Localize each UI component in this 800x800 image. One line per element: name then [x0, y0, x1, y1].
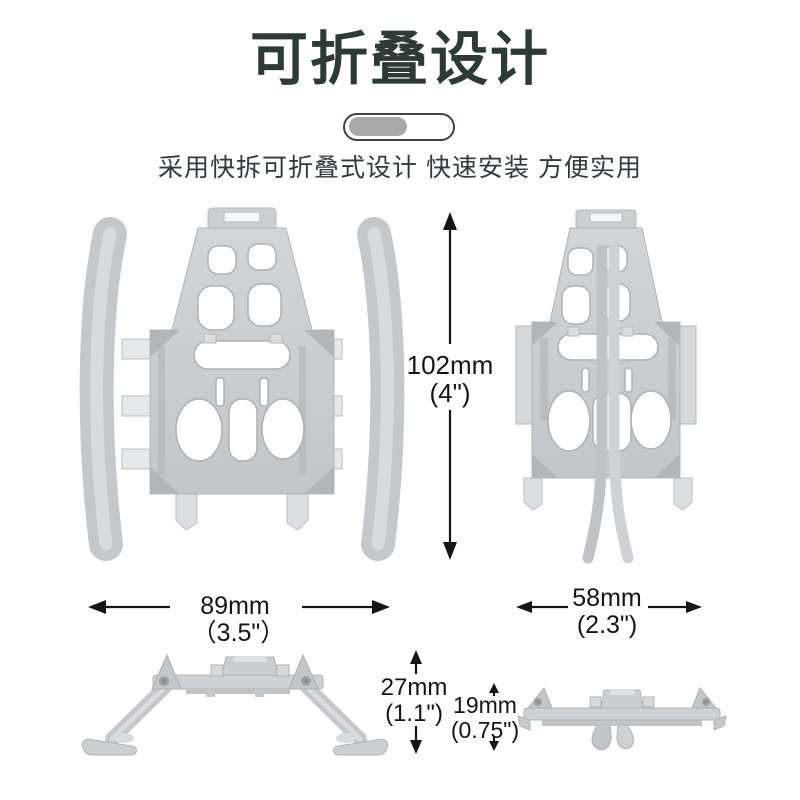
corner-clamps [532, 322, 680, 478]
pivot-hinges [526, 687, 718, 709]
side-wing-right [677, 325, 697, 425]
figure-front-folded [515, 209, 697, 564]
figure-side-open [81, 653, 389, 756]
landing-skids [81, 733, 389, 756]
leg-left [79, 217, 127, 561]
dimension-arrow-left-icon [88, 600, 170, 614]
side-wing-left [515, 325, 535, 425]
dimension-side-open-height: 27mm (1.1") [380, 674, 448, 727]
plate-cutouts [175, 243, 305, 462]
dimension-side-folded-height: 19mm (0.75") [450, 692, 520, 743]
figure-front-unfolded [79, 207, 405, 561]
leg-right [300, 680, 367, 746]
subtitle: 采用快拆可折叠式设计 快速安装 方便实用 [158, 154, 642, 182]
center-mount [589, 689, 655, 709]
cross-bar [523, 707, 721, 721]
dimension-arrow-right-icon [302, 600, 390, 614]
leg-right [357, 217, 405, 561]
center-mount [210, 656, 290, 677]
page-title: 可折叠设计 [249, 27, 550, 92]
dimension-arrow-up-icon [410, 650, 422, 674]
figure-side-folded [517, 687, 727, 751]
dimension-width-unfolded: 89mm（3.5"） [191, 592, 286, 647]
pivot-hinges [151, 653, 319, 690]
mount-hooks [523, 477, 693, 511]
dimension-arrow-up-icon [443, 212, 457, 344]
dimension-arrow-up-icon [489, 683, 499, 696]
slot-clips [203, 333, 283, 344]
dimension-arrow-down-icon [410, 726, 422, 754]
slot-clips [567, 326, 634, 337]
corner-clamps [150, 330, 334, 494]
fold-toggle-indicator [343, 113, 455, 141]
top-clip [575, 209, 637, 229]
toggle-knob [349, 117, 407, 136]
dimension-arrow-down-icon [443, 410, 457, 560]
folded-feet [591, 723, 634, 751]
top-clip [207, 207, 277, 231]
mount-hooks [175, 493, 309, 531]
leg-left [105, 680, 172, 746]
dimension-width-folded: 58mm (2.3") [572, 584, 642, 639]
folded-legs [582, 244, 634, 564]
dimension-height-unfolded: 102mm (4") [406, 350, 494, 409]
dimension-arrow-down-icon [489, 737, 499, 751]
dimension-arrow-left-icon [516, 601, 568, 613]
dimension-arrow-right-icon [648, 601, 702, 613]
end-hooks [517, 715, 727, 731]
